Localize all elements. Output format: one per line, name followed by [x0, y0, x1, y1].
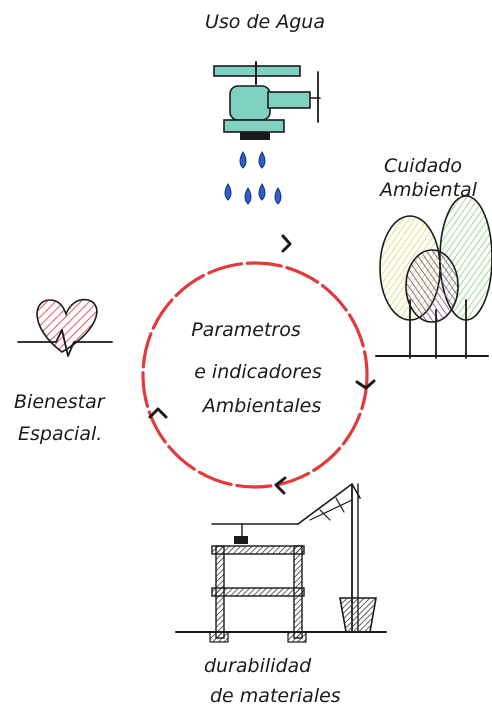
water-drops-icon: [225, 152, 281, 204]
building-crane-icon: [176, 484, 386, 642]
trees-icon: [376, 196, 492, 358]
center-title-line-2: e indicadores: [194, 361, 322, 383]
wellbeing-label-line-1: Bienestar: [14, 391, 106, 413]
cycle-arrow-top-icon: [283, 236, 290, 251]
center-title-line-1: Parametros: [191, 319, 301, 341]
wellbeing-label-line-2: Espacial.: [18, 423, 102, 445]
center-title-line-3: Ambientales: [201, 395, 322, 417]
environment-label-line-1: Cuidado: [384, 155, 462, 177]
materials-label-line-1: durabilidad: [204, 655, 312, 677]
materials-label-line-2: de materiales: [210, 685, 341, 707]
cycle-arrow-left-icon: [150, 409, 166, 417]
heart-icon: [18, 300, 112, 356]
water-label: Uso de Agua: [205, 11, 325, 33]
faucet-icon: [214, 62, 320, 140]
